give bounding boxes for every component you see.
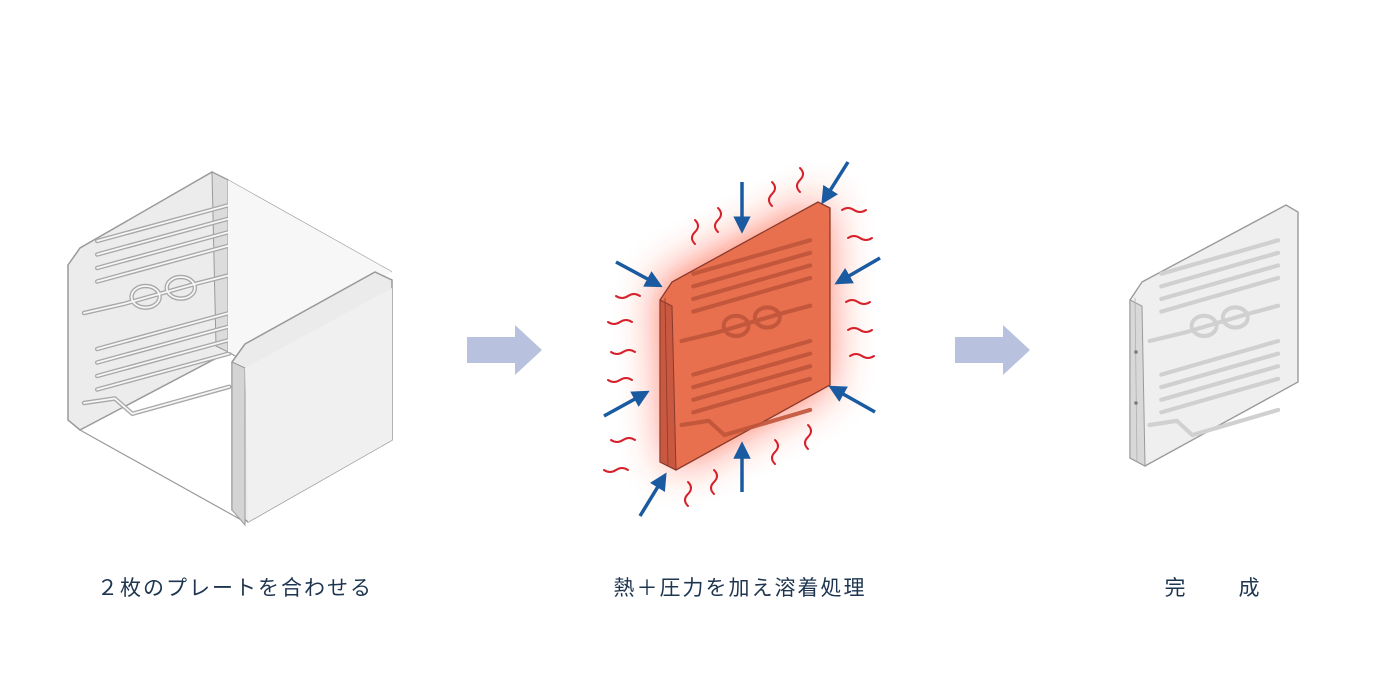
step1-caption: ２枚のプレートを合わせる: [97, 576, 373, 600]
heat-wave-icon: [849, 353, 875, 359]
pressure-arrows: [603, 161, 881, 517]
heat-wave-icon: [771, 439, 779, 465]
heat-wave-icon: [684, 481, 692, 507]
heat-wave-icon: [607, 319, 633, 325]
heat-wave-icon: [610, 349, 636, 355]
heat-waves: [603, 167, 875, 507]
pressed-plate: [659, 201, 831, 471]
pressure-arrow-icon: [638, 472, 667, 517]
heat-wave-icon: [607, 377, 633, 383]
front-plate: [231, 271, 393, 527]
flow-arrow-icon: [955, 325, 1030, 375]
step2-heat-pressure: [603, 161, 881, 517]
pressure-arrow-icon: [828, 385, 876, 414]
pressure-arrow-icon: [603, 390, 650, 418]
heat-wave-icon: [603, 467, 629, 473]
heat-wave-icon: [847, 327, 873, 333]
heat-wave-icon: [610, 437, 636, 443]
heat-wave-icon: [615, 293, 641, 299]
heat-wave-icon: [710, 469, 718, 495]
pressure-arrow-icon: [834, 256, 881, 285]
pressure-arrow-icon: [821, 161, 850, 205]
heat-wave-icon: [841, 207, 867, 213]
heat-wave-icon: [847, 235, 873, 241]
back-plate: [67, 171, 229, 431]
step3-caption: 完 成: [1164, 576, 1276, 600]
heat-wave-icon: [691, 219, 699, 245]
heat-wave-icon: [796, 167, 804, 193]
heat-wave-icon: [804, 424, 812, 450]
heat-wave-icon: [768, 181, 776, 207]
step1-two-plates: [67, 171, 393, 527]
flow-arrow-icon: [467, 325, 542, 375]
heat-wave-icon: [845, 299, 871, 305]
step3-finished-plate: [1129, 204, 1299, 467]
step2-caption: 熱＋圧力を加え溶着処理: [613, 576, 867, 600]
heat-wave-icon: [714, 207, 722, 233]
pressure-arrow-icon: [615, 260, 663, 288]
